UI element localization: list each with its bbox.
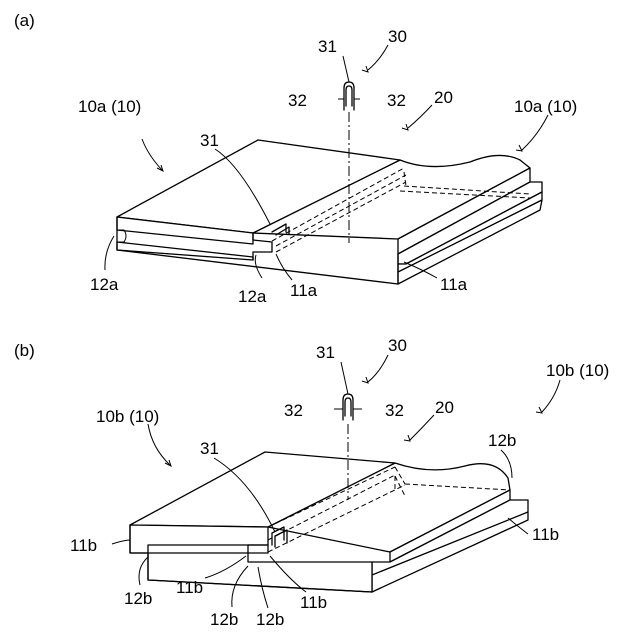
label-32-left-b: 32 xyxy=(284,401,303,420)
label-11a-mid: 11a xyxy=(290,281,318,300)
label-12b-mid-left: 12b xyxy=(210,610,238,629)
label-20-b: 20 xyxy=(435,398,454,417)
label-10a-right: 10a (10) xyxy=(514,97,577,116)
figure-a-label: (a) xyxy=(14,11,35,30)
label-10a-left: 10a (10) xyxy=(78,97,141,116)
label-11b-mid-right: 11b xyxy=(300,593,327,612)
label-31-inserted-a: 31 xyxy=(200,131,219,150)
label-12a-left: 12a xyxy=(90,275,119,294)
label-11a-right: 11a xyxy=(440,275,468,294)
figure-a: (a) xyxy=(14,11,577,306)
label-32-right-b: 32 xyxy=(385,401,404,420)
label-10b-right: 10b (10) xyxy=(546,361,609,380)
label-11b-mid-upper: 11b xyxy=(176,578,203,597)
label-31-b: 31 xyxy=(316,343,335,362)
label-20-a: 20 xyxy=(434,88,453,107)
label-30-b: 30 xyxy=(388,336,407,355)
label-30-a: 30 xyxy=(388,27,407,46)
label-11b-right: 11b xyxy=(532,525,559,544)
label-31-inserted-b: 31 xyxy=(200,439,219,458)
label-10b-left: 10b (10) xyxy=(96,407,159,426)
label-32-right-a: 32 xyxy=(387,91,406,110)
label-12b-right-top: 12b xyxy=(488,431,516,450)
label-31-a: 31 xyxy=(318,37,337,56)
label-32-left-a: 32 xyxy=(288,91,307,110)
figure-b: (b) xyxy=(14,336,609,629)
label-11b-left-top: 11b xyxy=(70,536,97,555)
figure-b-label: (b) xyxy=(14,341,35,360)
label-12a-mid: 12a xyxy=(238,287,267,306)
label-12b-mid-center: 12b xyxy=(256,610,284,629)
label-12b-left-bottom: 12b xyxy=(124,589,152,608)
